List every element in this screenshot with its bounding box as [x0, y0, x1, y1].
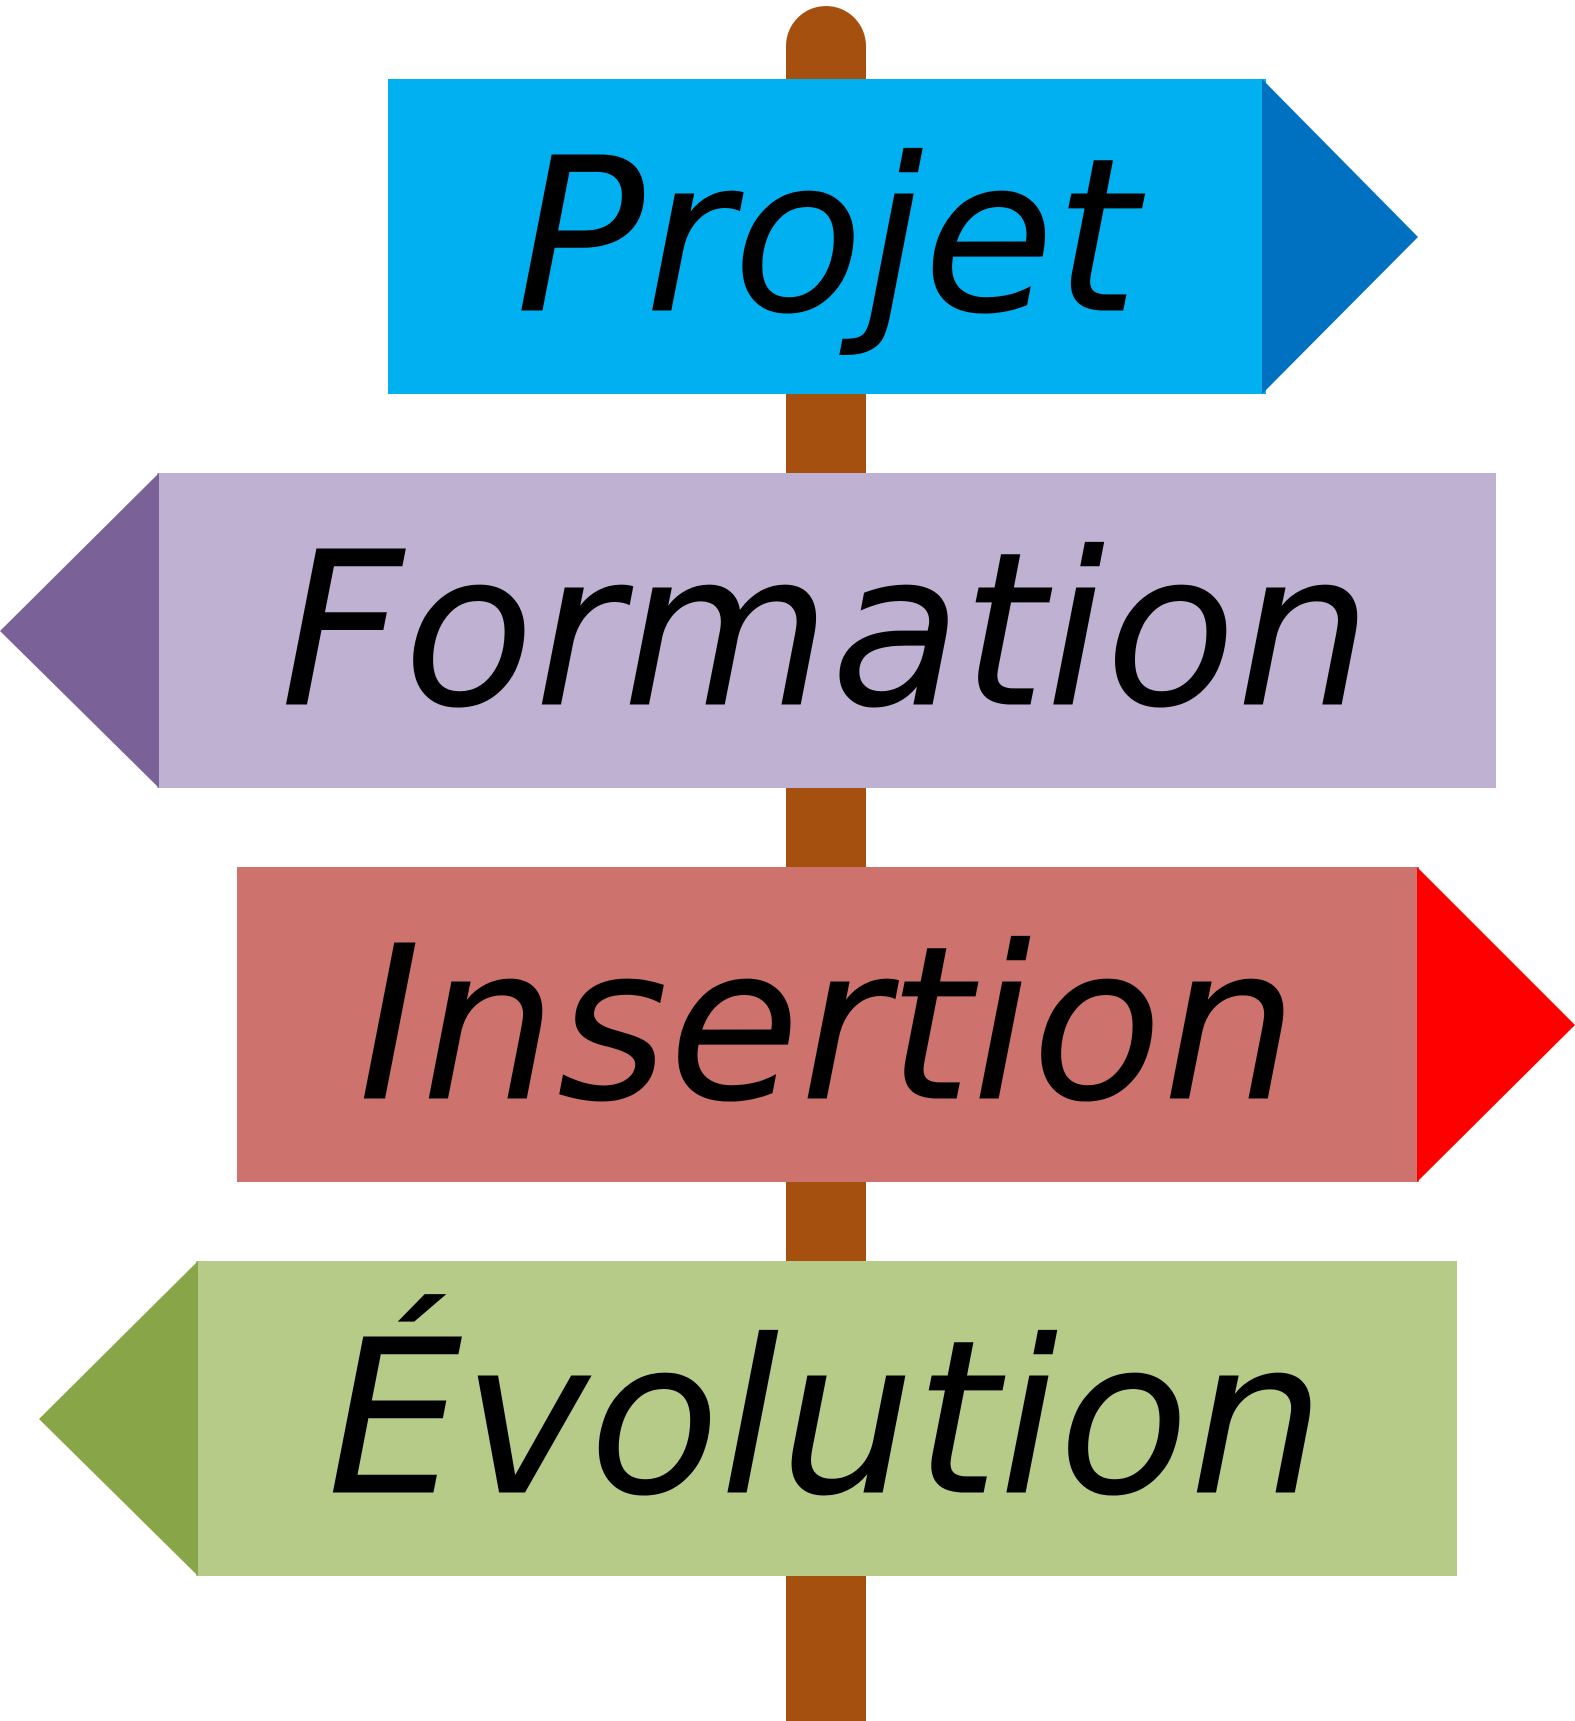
sign-projet: Projet — [388, 79, 1418, 394]
sign-formation: Formation — [0, 473, 1496, 788]
sign-evolution: Évolution — [39, 1261, 1457, 1576]
sign-evolution-arrow-tip — [39, 1261, 198, 1576]
sign-evolution-board — [196, 1261, 1457, 1576]
sign-formation-label: Formation — [280, 507, 1372, 756]
sign-insertion-arrow-tip — [1417, 867, 1575, 1182]
sign-formation-arrow-tip — [0, 473, 159, 788]
sign-projet-arrow-tip — [1262, 79, 1418, 394]
sign-insertion: Insertion — [237, 867, 1575, 1182]
sign-insertion-label: Insertion — [358, 901, 1298, 1150]
sign-projet-label: Projet — [516, 113, 1146, 362]
sign-evolution-label: Évolution — [327, 1294, 1325, 1544]
sign-insertion-board — [237, 867, 1419, 1182]
sign-formation-board — [157, 473, 1496, 788]
sign-projet-board — [388, 79, 1266, 394]
